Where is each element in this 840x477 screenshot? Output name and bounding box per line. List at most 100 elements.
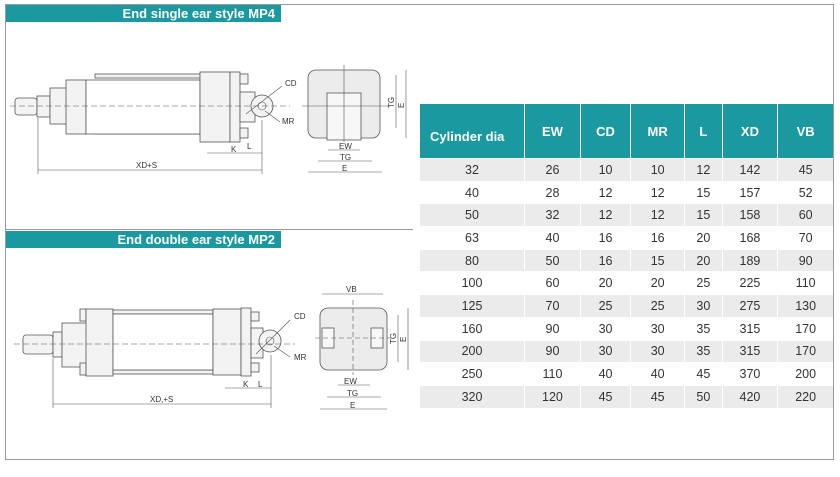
table-cell: 30 xyxy=(598,321,613,336)
table-cell: 315 xyxy=(722,340,778,363)
table-cell: 15 xyxy=(685,204,722,227)
table-cell: 50 xyxy=(525,249,580,272)
mp2-drawing: CD MR K L XD,+S VB EW TG E TG E xyxy=(14,285,409,410)
table-row: 63 40 16 16 20 168 70 xyxy=(420,227,833,249)
table-cell: 275 xyxy=(722,295,778,317)
table-cell: 20 xyxy=(696,230,711,245)
table-cell: 60 xyxy=(545,276,560,291)
table-cell: 12 xyxy=(650,185,665,200)
table-cell: 120 xyxy=(525,385,580,408)
table-cell: 30 xyxy=(650,321,665,336)
section-title-mp2: End double ear style MP2 xyxy=(6,231,281,248)
table-cell: 125 xyxy=(420,295,524,317)
label-xd: XD,+S xyxy=(150,395,173,404)
header-cylinder-dia: Cylinder dia xyxy=(420,104,524,158)
table-cell: 20 xyxy=(650,276,665,291)
table-cell: 20 xyxy=(598,276,613,291)
header-ew: EW xyxy=(525,104,580,158)
table-cell: 420 xyxy=(722,385,778,408)
table-cell: 15 xyxy=(631,249,685,272)
label-l: L xyxy=(247,142,252,151)
section-divider xyxy=(5,229,413,230)
table-cell: 30 xyxy=(631,340,685,363)
table-cell: 16 xyxy=(650,230,665,245)
table-cell: 10 xyxy=(580,159,631,181)
table-cell: 130 xyxy=(778,295,833,317)
table-cell: 158 xyxy=(722,204,778,227)
page-frame xyxy=(5,4,834,460)
label-mr: MR xyxy=(294,353,307,362)
header-l: L xyxy=(685,104,722,158)
header-vb: VB xyxy=(778,104,833,158)
header-xd: XD xyxy=(722,104,778,158)
table-cell: 12 xyxy=(580,204,631,227)
label-e: E xyxy=(342,164,347,173)
table-cell: 225 xyxy=(739,276,761,291)
table-cell: 10 xyxy=(631,159,685,181)
table-cell: 16 xyxy=(598,230,613,245)
table-cell: 100 xyxy=(461,276,483,291)
table-cell: 50 xyxy=(685,385,722,408)
label-cd: CD xyxy=(294,312,306,321)
label-e-side: E xyxy=(399,337,408,342)
table-cell: 168 xyxy=(739,230,761,245)
label-cd: CD xyxy=(285,79,297,88)
table-cell: 63 xyxy=(465,230,479,245)
table-cell: 26 xyxy=(525,159,580,181)
table-cell: 220 xyxy=(778,385,833,408)
table-cell: 25 xyxy=(631,295,685,317)
table-cell: 50 xyxy=(420,204,524,227)
table-cell: 70 xyxy=(525,295,580,317)
table-cell: 320 xyxy=(420,385,524,408)
table-cell: 28 xyxy=(545,185,560,200)
table-header-row: Cylinder dia EW CD MR L XD VB xyxy=(420,104,833,158)
table-cell: 35 xyxy=(685,340,722,363)
table-cell: 20 xyxy=(685,249,722,272)
table-cell: 25 xyxy=(696,276,711,291)
section-title-mp4: End single ear style MP4 xyxy=(6,5,281,22)
table-cell: 80 xyxy=(420,249,524,272)
label-tg-side: TG xyxy=(389,333,398,344)
table-cell: 170 xyxy=(778,340,833,363)
table-cell: 45 xyxy=(580,385,631,408)
table-cell: 60 xyxy=(778,204,833,227)
label-k: K xyxy=(243,380,249,389)
table-cell: 30 xyxy=(580,340,631,363)
header-cd: CD xyxy=(580,104,631,158)
table-cell: 70 xyxy=(798,230,813,245)
table-cell: 315 xyxy=(739,321,761,336)
label-ew: EW xyxy=(339,142,352,151)
table-cell: 110 xyxy=(542,367,563,382)
mp4-drawing: CD MR K L XD+S EW TG E TG E xyxy=(10,65,407,174)
table-cell: 45 xyxy=(696,367,711,382)
table-cell: 16 xyxy=(580,249,631,272)
table-cell: 32 xyxy=(525,204,580,227)
table-cell: 45 xyxy=(631,385,685,408)
table-cell: 90 xyxy=(778,249,833,272)
label-vb: VB xyxy=(346,285,357,294)
table-cell: 35 xyxy=(696,321,711,336)
table-cell: 250 xyxy=(461,367,483,382)
table-cell: 25 xyxy=(580,295,631,317)
table-cell: 157 xyxy=(739,185,761,200)
table-cell: 90 xyxy=(545,321,560,336)
label-e: E xyxy=(350,401,355,410)
table-cell: 40 xyxy=(545,230,560,245)
table-cell: 52 xyxy=(798,185,813,200)
table-cell: 200 xyxy=(420,340,524,363)
header-mr: MR xyxy=(631,104,685,158)
table-cell: 12 xyxy=(631,204,685,227)
table-cell: 189 xyxy=(722,249,778,272)
table-cell: 12 xyxy=(685,159,722,181)
label-mr: MR xyxy=(282,117,295,126)
